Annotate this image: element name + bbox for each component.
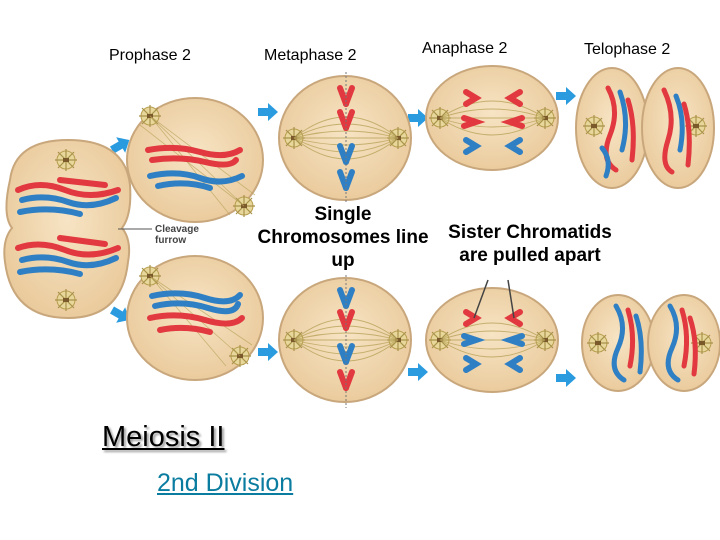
stage-label-anaphase2: Anaphase 2 xyxy=(422,40,508,57)
sister-chromatids-annotation: Sister Chromatids are pulled apart xyxy=(440,221,620,267)
stage-label-metaphase2: Metaphase 2 xyxy=(264,47,357,64)
cleavage-line-2: furrow xyxy=(155,235,187,246)
anaphase2-cell-bottom xyxy=(425,279,559,393)
telophase2-cells-bottom xyxy=(581,294,720,392)
cleavage-furrow-label: Cleavage furrow xyxy=(155,224,199,246)
telophase2-cells-top xyxy=(575,67,715,189)
stage-label-prophase2: Prophase 2 xyxy=(109,47,191,64)
dividing-cell xyxy=(3,138,152,320)
prophase2-cell-bottom xyxy=(126,255,264,381)
metaphase2-cell-top xyxy=(278,72,412,202)
second-division-link[interactable]: 2nd Division xyxy=(157,469,294,497)
prophase2-cell-top xyxy=(126,97,264,223)
single-chromosomes-annotation: Single Chromosomes line up xyxy=(250,203,436,272)
sister-line-1: Sister Chromatids xyxy=(448,222,612,243)
stage-label-telophase2: Telophase 2 xyxy=(584,41,671,58)
single-line-1: Single xyxy=(314,204,372,225)
page-title: Meiosis II xyxy=(102,421,225,453)
metaphase2-cell-bottom xyxy=(278,275,412,408)
cleavage-line-1: Cleavage xyxy=(155,224,199,235)
sister-line-2: are pulled apart xyxy=(459,245,601,266)
anaphase2-cell-top xyxy=(425,65,559,171)
single-line-2: Chromosomes line xyxy=(257,227,429,248)
single-line-3: up xyxy=(331,250,355,271)
